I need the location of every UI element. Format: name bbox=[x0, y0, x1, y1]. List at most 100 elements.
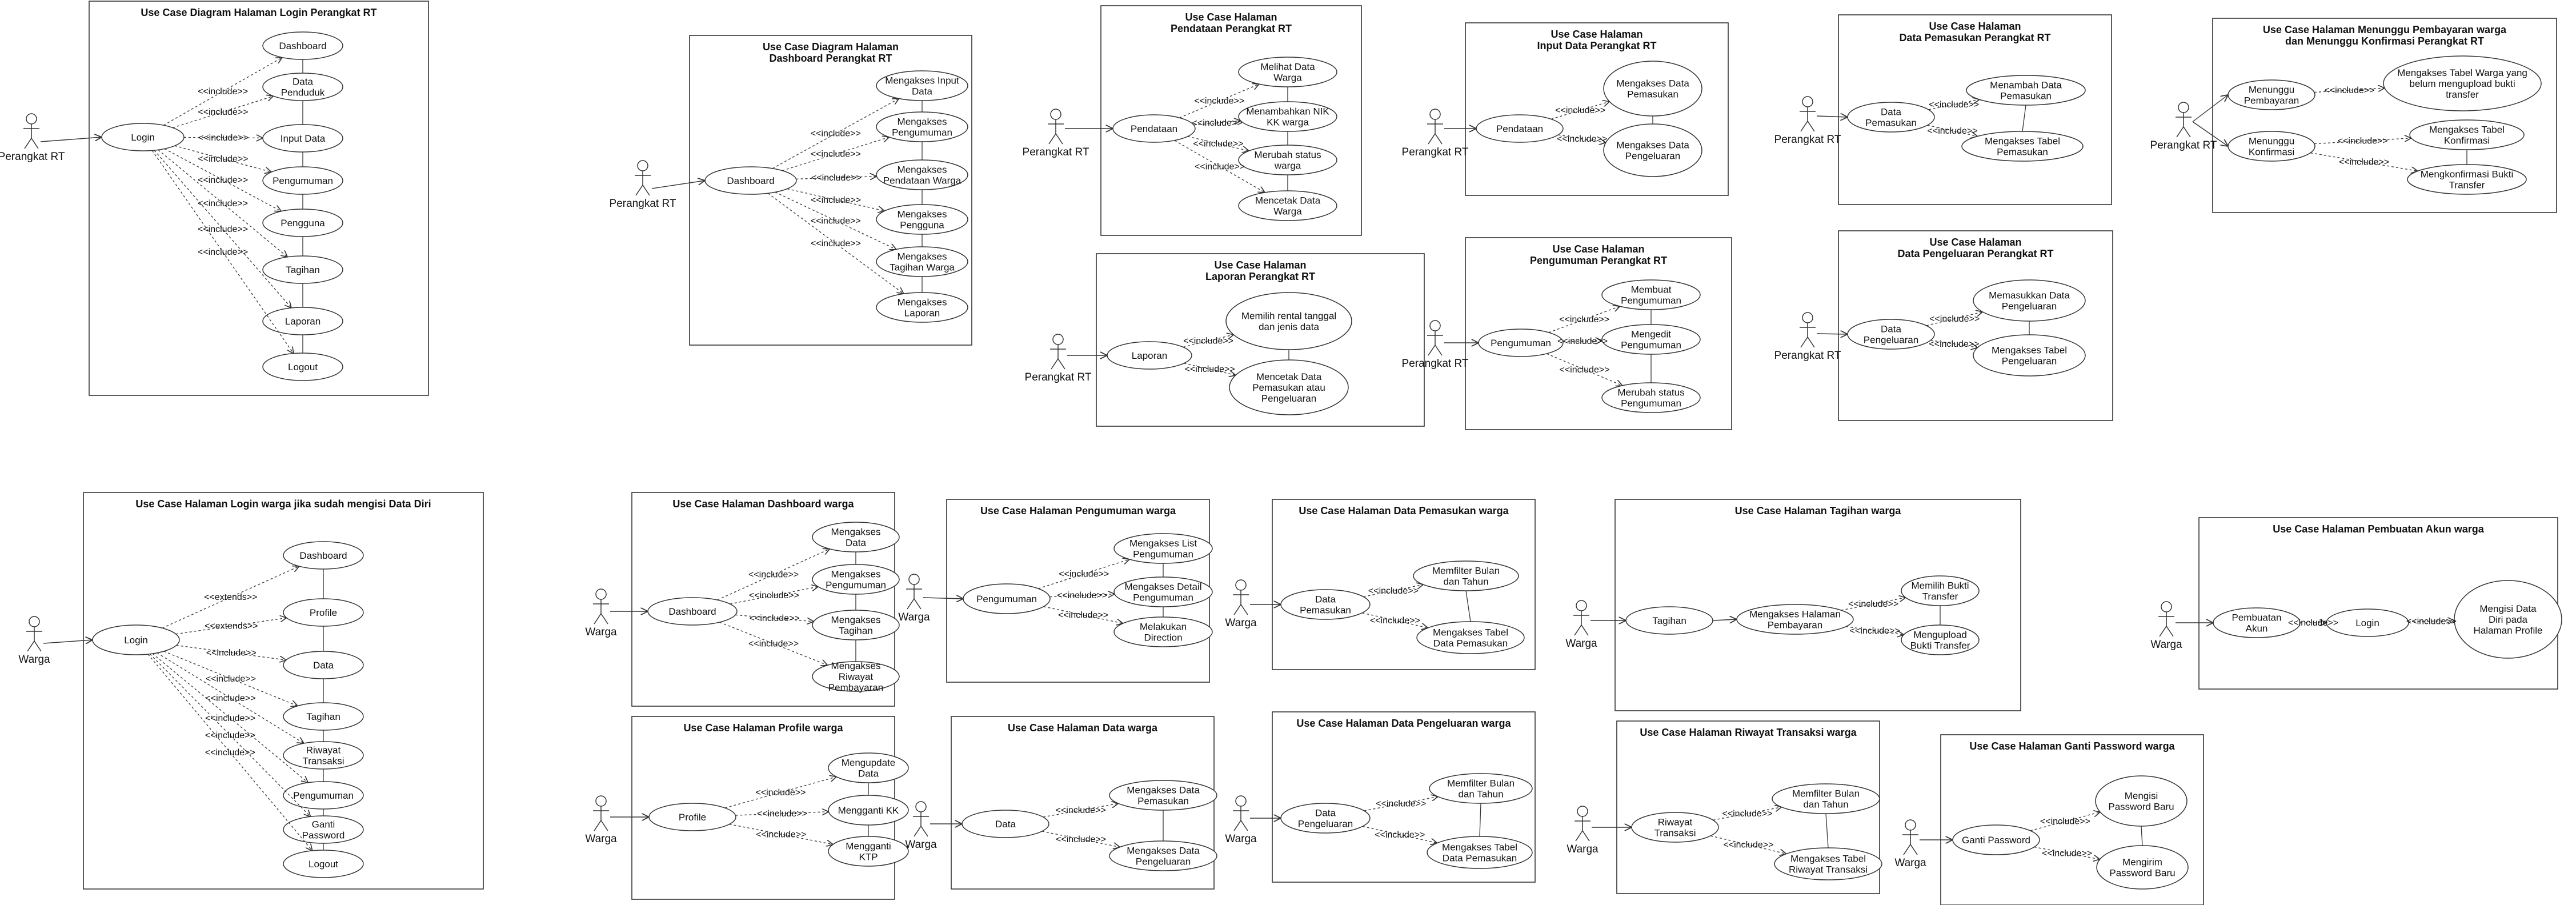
diagram-dashboard-warga: Use Case Halaman Dashboard wargaWargaDas… bbox=[585, 492, 900, 707]
connector-line bbox=[1479, 803, 1481, 837]
association-line bbox=[1816, 116, 1848, 117]
diagram-menunggu-pembayaran-konfirmasi: Use Case Halaman Menunggu Pembayaran war… bbox=[2150, 18, 2557, 213]
stereotype-label: <<include>> bbox=[2288, 618, 2338, 628]
use-case-label: Dashboard bbox=[668, 606, 716, 617]
relationship-line bbox=[1928, 99, 1980, 110]
stereotype-label: <<include>> bbox=[1183, 337, 1233, 346]
relationship-line bbox=[2030, 812, 2100, 831]
stereotype-label: <<include>> bbox=[756, 830, 806, 839]
use-case-label: Dashboard bbox=[727, 175, 774, 186]
diagram-data-pengeluaran-warga: Use Case Halaman Data Pengeluaran wargaW… bbox=[1225, 711, 1536, 883]
stereotype-label: <<include>> bbox=[1928, 126, 1978, 136]
diagram-title: Use Case Halaman Profile warga bbox=[683, 722, 843, 734]
stereotype-label: <<include>> bbox=[1058, 610, 1108, 620]
use-case-label: Profile bbox=[310, 607, 337, 618]
diagram-title: Use Case Halaman Menunggu Pembayaran war… bbox=[2263, 24, 2507, 47]
actor-icon bbox=[1575, 806, 1591, 842]
stereotype-label: <<include>> bbox=[1557, 134, 1607, 144]
association-line bbox=[1712, 619, 1737, 620]
actor-icon bbox=[1800, 96, 1816, 132]
association-line bbox=[43, 640, 93, 643]
relationship-line bbox=[772, 98, 899, 169]
relationship-line bbox=[787, 188, 885, 211]
diagram-ganti-password-warga: Use Case Halaman Ganti Password wargaWar… bbox=[1894, 734, 2204, 905]
stereotype-label: <<include>> bbox=[2338, 137, 2388, 146]
relationship-line bbox=[173, 96, 273, 129]
actor-icon bbox=[2176, 102, 2192, 138]
diagram-login-warga: Use Case Halaman Login warga jika sudah … bbox=[18, 492, 484, 890]
actor-icon bbox=[1573, 600, 1589, 636]
actor-icon bbox=[26, 616, 42, 652]
association-line bbox=[2192, 121, 2228, 146]
stereotype-label: <<include>> bbox=[2042, 848, 2092, 858]
actor-icon bbox=[1050, 334, 1066, 370]
stereotype-label: <<include>> bbox=[1193, 139, 1243, 149]
relationship-line bbox=[147, 654, 313, 851]
diagram-title: Use Case Halaman Data warga bbox=[1008, 722, 1158, 734]
use-case-label: Login bbox=[2355, 618, 2379, 628]
relationship-line bbox=[1846, 626, 1904, 635]
relationship-line bbox=[1193, 121, 1241, 126]
actor-icon bbox=[1427, 109, 1443, 145]
use-case-label: Pengumuman bbox=[273, 175, 333, 186]
stereotype-label: <<include>> bbox=[750, 614, 800, 623]
relationship-line bbox=[735, 614, 814, 621]
stereotype-label: <<include>> bbox=[1850, 626, 1900, 636]
stereotype-label: <<include>> bbox=[198, 133, 249, 143]
connector-line bbox=[1465, 590, 1471, 622]
stereotype-label: <<include>> bbox=[1059, 570, 1109, 579]
use-case-label: Pengguna bbox=[281, 218, 325, 229]
stereotype-label: <<include>> bbox=[1722, 809, 1772, 819]
use-case-label: Data bbox=[313, 660, 334, 671]
actor-label: Warga bbox=[1894, 857, 1926, 869]
use-case-label: Pendataan bbox=[1131, 123, 1177, 134]
actor-label: Perangkat RT bbox=[610, 198, 676, 210]
relationship-line bbox=[1710, 835, 1786, 854]
use-case-label: Data bbox=[995, 819, 1016, 830]
relationship-line bbox=[164, 148, 281, 211]
use-case-label: Login bbox=[131, 132, 155, 143]
stereotype-label: <<include>> bbox=[198, 87, 248, 97]
relationship-line bbox=[1049, 594, 1115, 597]
relationship-line bbox=[717, 549, 830, 600]
use-case-label: Ganti Password bbox=[1962, 835, 2030, 846]
stereotype-label: <<extends>> bbox=[204, 592, 257, 602]
relationship-line bbox=[1363, 584, 1424, 598]
stereotype-label: <<include>> bbox=[2040, 817, 2090, 827]
stereotype-label: <<include>> bbox=[811, 129, 861, 139]
relationship-line bbox=[154, 150, 291, 308]
relationship-line bbox=[2408, 620, 2454, 622]
relationship-line bbox=[729, 823, 833, 844]
use-case-label: Pengumuman bbox=[976, 594, 1037, 604]
actor-icon bbox=[1233, 579, 1249, 615]
relationship-line bbox=[175, 618, 287, 635]
stereotype-label: <<include>> bbox=[206, 674, 256, 684]
association-line bbox=[651, 181, 705, 189]
actor-icon bbox=[1800, 312, 1816, 348]
